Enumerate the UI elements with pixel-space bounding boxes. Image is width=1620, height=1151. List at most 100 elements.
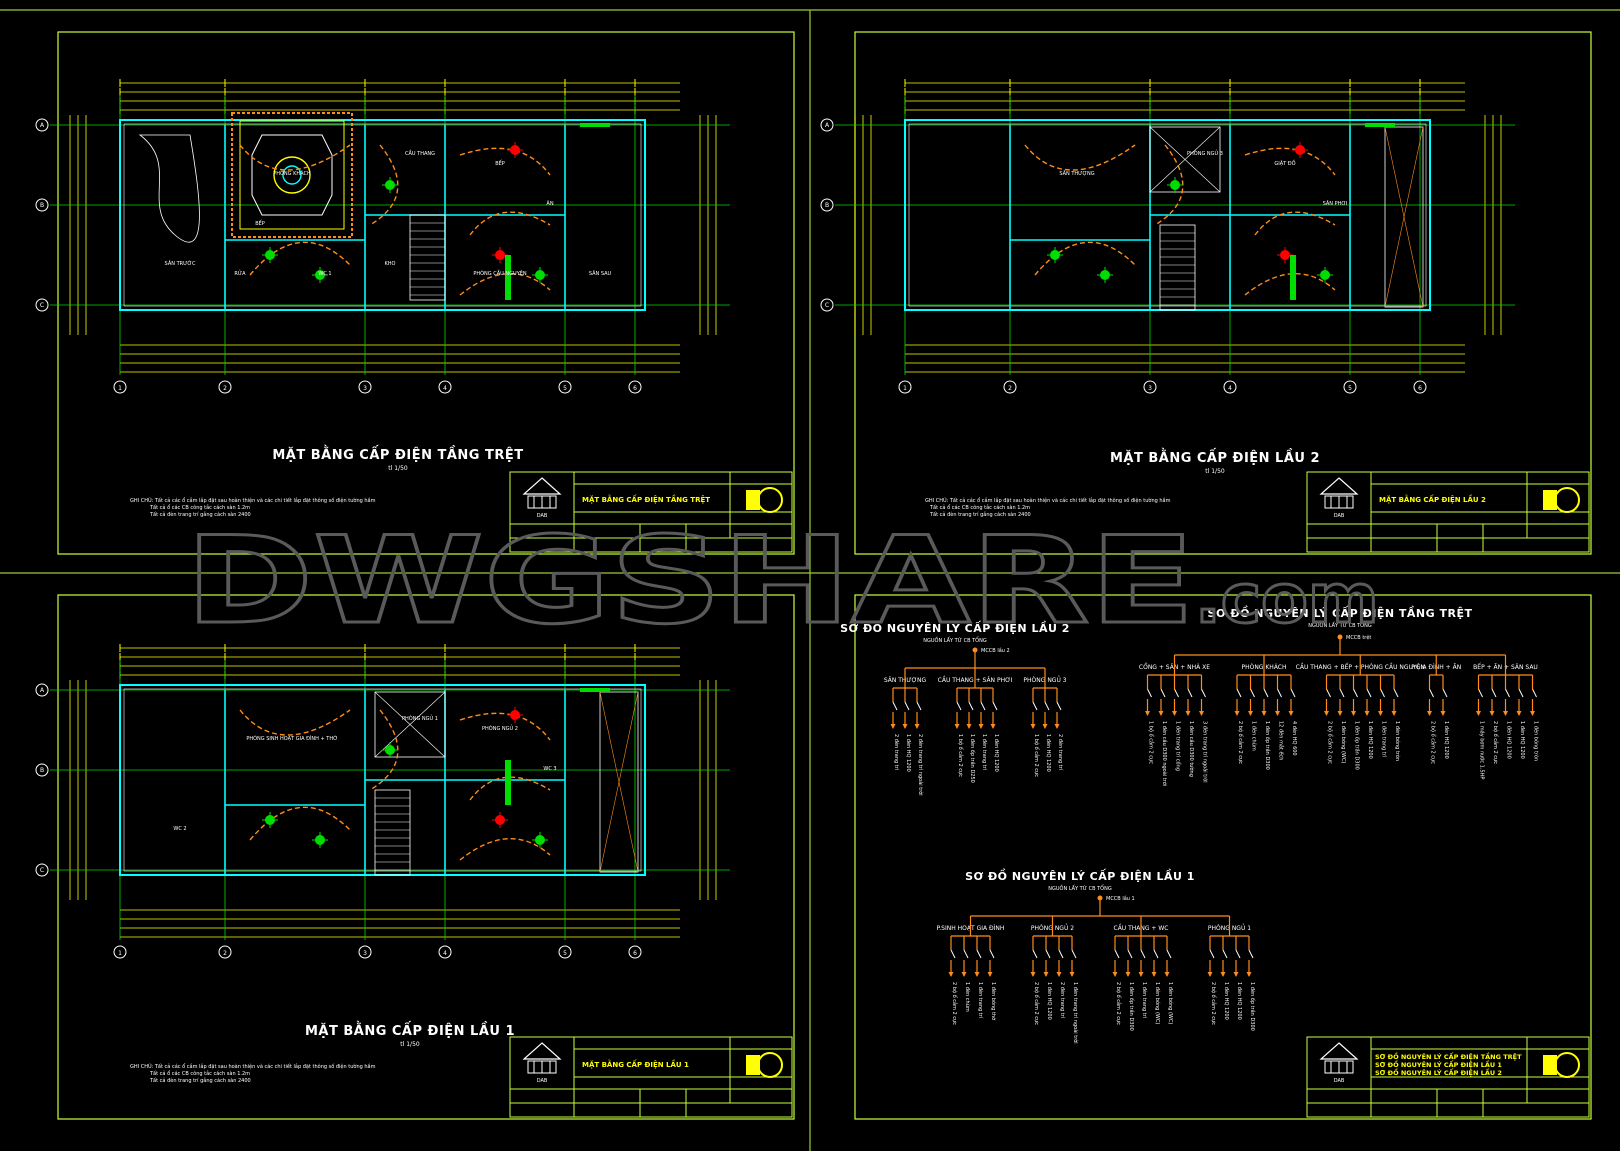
titleblock-title: MẶT BẰNG CẤP ĐIỆN TẦNG TRỆT xyxy=(582,494,710,504)
breaker-switch-icon xyxy=(1353,688,1358,698)
branch-arrow-icon xyxy=(1391,711,1397,716)
breaker-switch-icon xyxy=(950,949,956,959)
branch-arrow-icon xyxy=(902,724,908,729)
breaker-switch-icon xyxy=(1044,701,1050,711)
wiring-run xyxy=(239,144,351,171)
logo-text: DAB xyxy=(1334,513,1345,519)
circuit-label: 2 đèn trang trí ngoài trời xyxy=(917,734,924,796)
room-label: RỬA xyxy=(234,269,246,277)
sheet-title: MẶT BẰNG CẤP ĐIỆN TẦNG TRỆT xyxy=(272,445,523,463)
ceiling-decor xyxy=(239,120,345,230)
grid-label: 1 xyxy=(118,385,122,392)
branch-arrow-icon xyxy=(1233,972,1239,977)
watermark-main: DWGSHARE xyxy=(185,512,1195,651)
circuit-label: 1 đèn HQ 1200 xyxy=(993,734,1000,772)
breaker-switch-icon xyxy=(1071,949,1077,959)
breaker-switch-icon xyxy=(1290,688,1296,698)
fluorescent-lamp-icon xyxy=(505,760,511,805)
note-line: Tất cả đèn trang trí gắng cách sàn 2400 xyxy=(149,1077,251,1084)
grid-label: 4 xyxy=(1228,385,1232,392)
breaker-switch-icon xyxy=(916,701,922,711)
circuit-label: 1 đèn bóng tròn xyxy=(1394,721,1401,761)
circuit-label: 1 đèn trang trí xyxy=(981,734,988,771)
grid-label: 4 xyxy=(443,385,447,392)
breaker-switch-icon xyxy=(1442,688,1448,698)
branch-arrow-icon xyxy=(1378,711,1383,716)
stair-outline xyxy=(1159,224,1196,311)
circuit-label: 2 đèn trang trí xyxy=(893,734,900,771)
circuit-label: 1 đèn cầu D300 ngoài trời xyxy=(1161,721,1169,786)
grid-bubble xyxy=(35,763,49,777)
wiring-run xyxy=(239,709,351,736)
grid-bubble xyxy=(628,945,642,959)
branch-arrow-icon xyxy=(990,724,996,729)
breaker-switch-icon xyxy=(1174,688,1179,698)
schematic-source: NGUỒN LẤY TỪ CB TỔNG xyxy=(923,635,987,644)
fluorescent-lamp-icon xyxy=(580,123,610,127)
breaker-switch-icon xyxy=(1277,688,1282,698)
branch-arrow-icon xyxy=(1030,724,1036,729)
breaker-switch-icon xyxy=(1032,701,1038,711)
breaker-switch-icon xyxy=(1056,701,1062,711)
schematic-floor-2: SƠ ĐỒ NGUYÊN LÝ CẤP ĐIỆN LẦU 2 NGUỒN LẤY… xyxy=(840,620,1070,796)
breaker-switch-icon xyxy=(1250,688,1255,698)
wiring-run xyxy=(459,147,551,176)
branch-arrow-icon xyxy=(1125,972,1131,977)
room-label: BẾP xyxy=(255,219,265,227)
circuit-label: 1 đèn bóng (WC) xyxy=(1154,982,1161,1024)
circuit-label: 1 đèn bóng (WC) xyxy=(1167,982,1174,1024)
breaker-switch-icon xyxy=(904,701,910,711)
circuit-label: 1 đèn ốp trần D300 xyxy=(1128,982,1136,1031)
titleblock-title: MẶT BẰNG CẤP ĐIỆN LẦU 1 xyxy=(582,1059,689,1069)
branch-arrow-icon xyxy=(1261,711,1267,716)
grid-bubble xyxy=(35,118,49,132)
mccb-label: MCCB lầu 2 xyxy=(981,646,1010,654)
branch-arrow-icon xyxy=(1043,972,1049,977)
ceiling-decor xyxy=(231,112,353,238)
breaker-switch-icon xyxy=(1263,688,1269,698)
breaker-switch-icon xyxy=(1532,688,1537,698)
balcony-cross xyxy=(1384,126,1424,308)
grid-bubble xyxy=(35,198,49,212)
fluorescent-lamp-icon xyxy=(580,688,610,692)
grid-label: 3 xyxy=(363,385,367,392)
wiring-run xyxy=(459,837,551,861)
grid-bubble xyxy=(113,380,127,394)
grid-bubble xyxy=(820,298,834,312)
circuit-label: 1 đèn trang trí xyxy=(1381,721,1388,758)
grid-label: 2 xyxy=(223,950,227,957)
branch-arrow-icon xyxy=(1337,711,1343,716)
note-line: GHI CHÚ: Tất cả các ổ cắm lắp đặt sau ho… xyxy=(130,1062,376,1070)
branch-arrow-icon xyxy=(1489,711,1495,716)
wiring-run xyxy=(459,712,551,741)
branch-arrow-icon xyxy=(1503,711,1508,716)
circuit-label: 1 đèn chùm xyxy=(1251,721,1258,751)
breaker-switch-icon xyxy=(1248,949,1254,959)
branch-arrow-icon xyxy=(1056,972,1062,977)
branch-arrow-icon xyxy=(966,724,972,729)
balcony-outline xyxy=(599,691,639,873)
circuit-label: 2 bộ ổ cắm 2 cực xyxy=(951,982,958,1025)
circuit-label: 1 đèn cầu D300 tường xyxy=(1188,721,1196,777)
mccb-label: MCCB lầu 1 xyxy=(1106,894,1135,902)
north-seal-icon xyxy=(1554,1052,1580,1078)
grid-bubble xyxy=(558,945,572,959)
schematic-source: NGUỒN LẤY TỪ CB TỔNG xyxy=(1308,620,1372,629)
grid-bubble xyxy=(1003,380,1017,394)
branch-arrow-icon xyxy=(1351,711,1356,716)
wall-inner xyxy=(908,123,1427,307)
circuit-label: 2 bộ ổ cắm 2 cực xyxy=(1430,721,1437,764)
branch-arrow-icon xyxy=(1275,711,1280,716)
grid-label: A xyxy=(40,122,45,129)
titleblock-line: SƠ ĐỒ NGUYÊN LÝ CẤP ĐIỆN TẦNG TRỆT xyxy=(1375,1051,1522,1061)
wiring-run xyxy=(369,144,399,226)
breaker-switch-icon xyxy=(1491,688,1497,698)
circuit-label: 1 đèn ốp trần D300 xyxy=(1354,721,1362,770)
branch-arrow-icon xyxy=(1220,972,1226,977)
grid-label: 1 xyxy=(903,385,907,392)
schematic-title: SƠ ĐỒ NGUYÊN LÝ CẤP ĐIỆN LẦU 2 xyxy=(840,620,1070,635)
branch-arrow-icon xyxy=(978,724,984,729)
